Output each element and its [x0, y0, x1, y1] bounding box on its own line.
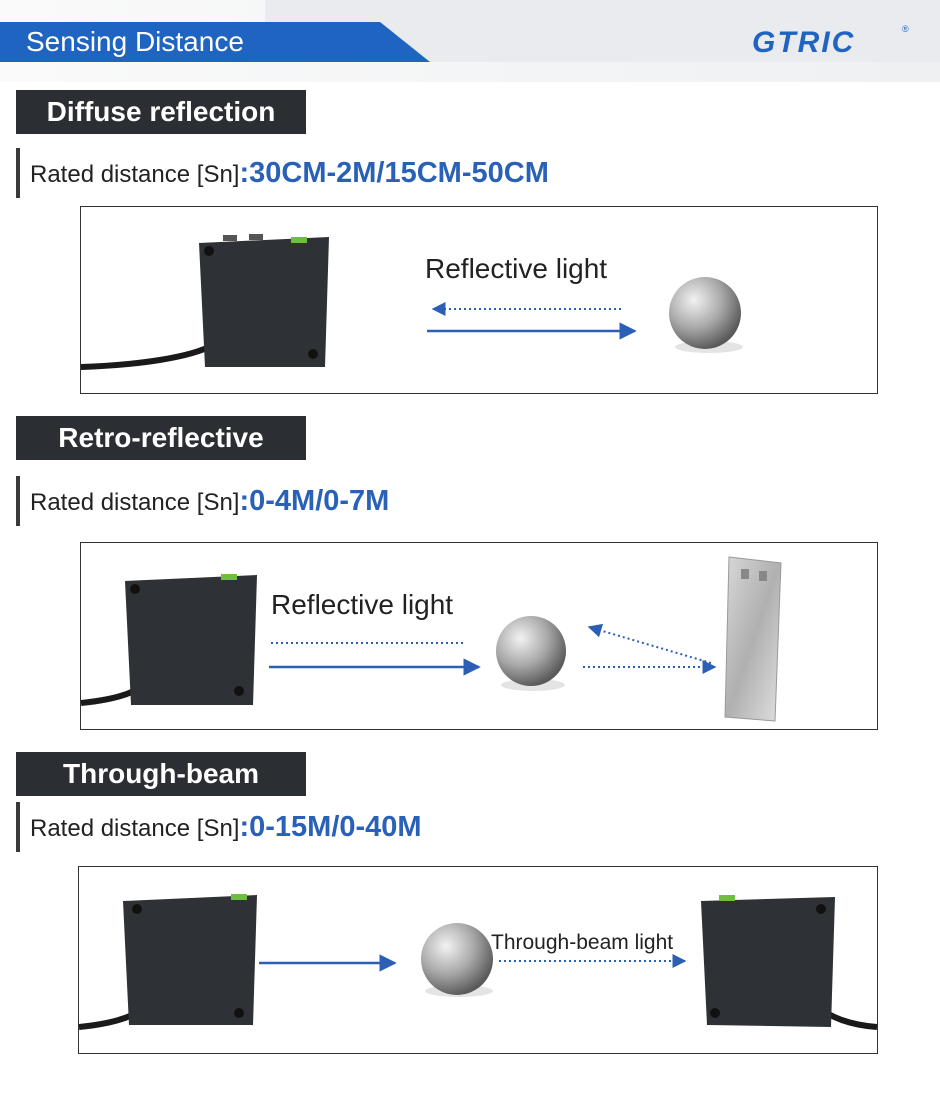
through-illustration	[79, 894, 877, 1030]
diagram-retro: Reflective light	[80, 542, 878, 730]
ball-icon	[669, 277, 741, 349]
retro-illustration	[81, 556, 782, 722]
section-label-retro: Retro-reflective	[16, 416, 306, 460]
rated-prefix: Rated distance [Sn]	[30, 489, 240, 516]
diagram-diffuse: Reflective light	[80, 206, 878, 394]
registered-mark: ®	[902, 24, 909, 34]
diagram-label: Through-beam light	[491, 931, 674, 954]
sensor-icon	[79, 894, 257, 1030]
page-title: Sensing Distance	[26, 26, 244, 57]
section-label-diffuse: Diffuse reflection	[16, 90, 306, 134]
reflector-icon	[724, 556, 782, 722]
diagram-label: Reflective light	[425, 253, 608, 284]
diagram-label: Reflective light	[271, 589, 454, 620]
sensor-icon	[81, 234, 329, 370]
ball-icon	[421, 923, 493, 995]
rated-value: :30CM-2M/15CM-50CM	[239, 157, 549, 189]
rated-distance-diffuse: Rated distance [Sn]:30CM-2M/15CM-50CM	[16, 148, 549, 198]
rated-distance-through: Rated distance [Sn]:0-15M/0-40M	[16, 802, 422, 852]
diagram-through: Through-beam light	[78, 866, 878, 1054]
ball-icon	[496, 616, 566, 686]
sensor-icon	[81, 574, 257, 706]
rated-value: :0-4M/0-7M	[239, 485, 390, 517]
section-label-through: Through-beam	[16, 752, 306, 796]
rated-prefix: Rated distance [Sn]	[30, 161, 240, 188]
sensor-icon	[701, 895, 877, 1030]
header-title-banner	[0, 22, 430, 62]
rated-prefix: Rated distance [Sn]	[30, 815, 240, 842]
rated-distance-retro: Rated distance [Sn]:0-4M/0-7M	[16, 476, 389, 526]
diffuse-illustration	[81, 234, 743, 370]
brand-logo: GTRIC	[752, 26, 856, 59]
rated-value: :0-15M/0-40M	[239, 811, 422, 843]
